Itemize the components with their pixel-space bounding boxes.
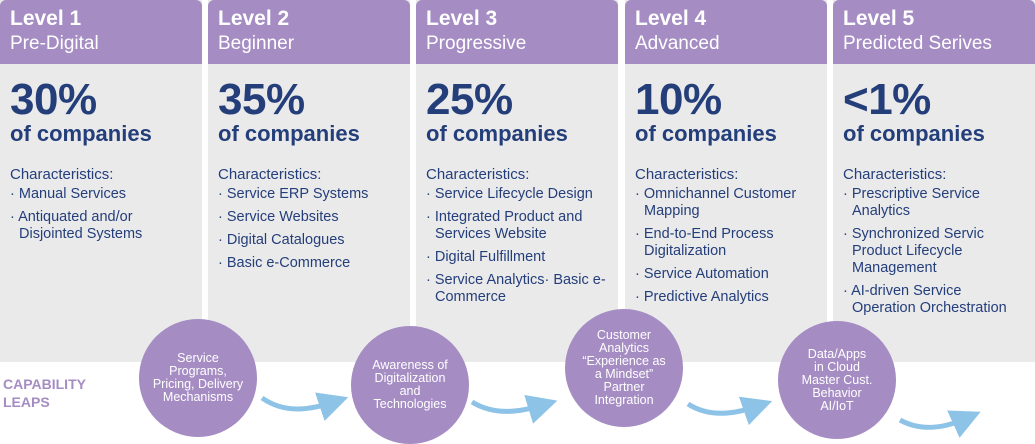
level-2-number: Level 2 xyxy=(218,7,290,30)
leap-1-line: Mechanisms xyxy=(162,390,234,404)
level-3-name: Progressive xyxy=(426,33,527,54)
arrow-3 xyxy=(686,396,773,426)
level-4-subtitle: of companies xyxy=(635,121,777,146)
level-2-column: Level 2 Beginner 35% of companies Charac… xyxy=(208,0,410,362)
leap-2-line: Technologies xyxy=(373,397,447,411)
leap-4-line: in Cloud xyxy=(814,359,860,374)
leap-1-line: Pricing, Delivery xyxy=(152,377,244,391)
level-2-header: Level 2 Beginner xyxy=(208,0,410,64)
level-1-header: Level 1 Pre-Digital xyxy=(0,0,202,64)
level-4-column: Level 4 Advanced 10% of companies Charac… xyxy=(625,0,827,362)
level-5-name: Predicted Serives xyxy=(843,33,992,54)
list-item: Integrated Product and Services Website xyxy=(426,209,610,243)
list-item: Service Analytics· Basic e-Commerce xyxy=(426,272,610,306)
level-5-percent: <1% xyxy=(843,75,931,124)
leap-circle-1: Service Programs, Pricing, Delivery Mech… xyxy=(139,319,257,437)
leap-3-line: Partner xyxy=(603,380,645,394)
list-item: Service Lifecycle Design xyxy=(426,186,610,203)
level-2-characteristics-list: Service ERP Systems Service Websites Dig… xyxy=(208,186,410,272)
level-3-percent: 25% xyxy=(426,75,513,124)
capability-label-line-1: CAPABILITY xyxy=(3,376,86,392)
arrow-4 xyxy=(898,410,981,438)
list-item: Manual Services xyxy=(10,186,194,203)
level-1-percent: 30% xyxy=(10,75,97,124)
leap-1-line: Programs, xyxy=(169,364,227,378)
leap-3-line: Analytics xyxy=(598,341,650,355)
list-item: Antiquated and/or Disjointed Systems xyxy=(10,209,194,243)
leap-3-line: Integration xyxy=(594,393,654,407)
leap-2-line: and xyxy=(399,384,421,398)
level-4-header: Level 4 Advanced xyxy=(625,0,827,64)
level-5-subtitle: of companies xyxy=(843,121,985,146)
leap-4-line: AI/IoT xyxy=(820,398,854,413)
list-item: Synchronized Servic Product Lifecycle Ma… xyxy=(843,226,1027,277)
level-1-characteristics-label: Characteristics: xyxy=(10,166,114,183)
level-5-column: Level 5 Predicted Serives <1% of compani… xyxy=(833,0,1035,362)
level-4-number: Level 4 xyxy=(635,7,707,30)
level-1-characteristics-list: Manual Services Antiquated and/or Disjoi… xyxy=(0,186,202,243)
level-5-characteristics-list: Prescriptive Service Analytics Synchroni… xyxy=(833,186,1035,317)
leap-3-line: a Mindset” xyxy=(594,367,654,381)
level-4-characteristics-list: Omnichannel Customer Mapping End-to-End … xyxy=(625,186,827,306)
level-2-percent: 35% xyxy=(218,75,305,124)
list-item: End-to-End Process Digitalization xyxy=(635,226,819,260)
level-3-header: Level 3 Progressive xyxy=(416,0,618,64)
level-3-characteristics-list: Service Lifecycle Design Integrated Prod… xyxy=(416,186,618,306)
list-item: Prescriptive Service Analytics xyxy=(843,186,1027,220)
leap-4-line: Data/Apps xyxy=(807,346,867,361)
leap-1-line: Service xyxy=(177,351,219,365)
list-item: Digital Catalogues xyxy=(218,232,402,249)
leap-2-line: Digitalization xyxy=(374,371,446,385)
arrow-1 xyxy=(260,392,349,421)
leap-3-line: “Experience as xyxy=(582,354,666,368)
level-3-number: Level 3 xyxy=(426,7,498,30)
list-item: Service ERP Systems xyxy=(218,186,402,203)
level-2-name: Beginner xyxy=(218,33,295,54)
list-item: Digital Fulfillment xyxy=(426,249,610,266)
list-item: AI-driven Service Operation Orchestratio… xyxy=(843,283,1027,317)
leap-circle-2: Awareness of Digitalization and Technolo… xyxy=(351,326,469,444)
level-5-header: Level 5 Predicted Serives xyxy=(833,0,1035,64)
level-5-number: Level 5 xyxy=(843,7,915,30)
level-2-subtitle: of companies xyxy=(218,121,360,146)
level-3-subtitle: of companies xyxy=(426,121,568,146)
list-item: Omnichannel Customer Mapping xyxy=(635,186,819,220)
level-1-column: Level 1 Pre-Digital 30% of companies Cha… xyxy=(0,0,202,362)
level-3-characteristics-label: Characteristics: xyxy=(426,166,530,183)
list-item: Service Websites xyxy=(218,209,402,226)
list-item: Basic e-Commerce xyxy=(218,255,402,272)
leap-4-line: Master Cust. xyxy=(801,372,873,387)
level-4-characteristics-label: Characteristics: xyxy=(635,166,739,183)
level-1-subtitle: of companies xyxy=(10,121,152,146)
leap-2-line: Awareness of xyxy=(372,358,448,372)
leap-4-line: Behavior xyxy=(812,385,862,400)
list-item: Service Automation xyxy=(635,266,819,283)
leap-circle-3: Customer Analytics “Experience as a Mind… xyxy=(565,309,683,427)
level-2-characteristics-label: Characteristics: xyxy=(218,166,322,183)
level-5-characteristics-label: Characteristics: xyxy=(843,166,947,183)
level-4-percent: 10% xyxy=(635,75,722,124)
leap-circle-4: Data/Apps in Cloud Master Cust. Behavior… xyxy=(778,321,896,439)
level-3-column: Level 3 Progressive 25% of companies Cha… xyxy=(416,0,618,362)
leap-3-line: Customer xyxy=(596,328,652,342)
list-item: Predictive Analytics xyxy=(635,289,819,306)
level-4-name: Advanced xyxy=(635,33,720,54)
level-1-number: Level 1 xyxy=(10,7,82,30)
capability-label-line-2: LEAPS xyxy=(3,394,50,410)
level-1-name: Pre-Digital xyxy=(10,33,99,54)
arrow-2 xyxy=(470,395,558,424)
capability-leaps-label: CAPABILITY LEAPS xyxy=(3,375,86,411)
